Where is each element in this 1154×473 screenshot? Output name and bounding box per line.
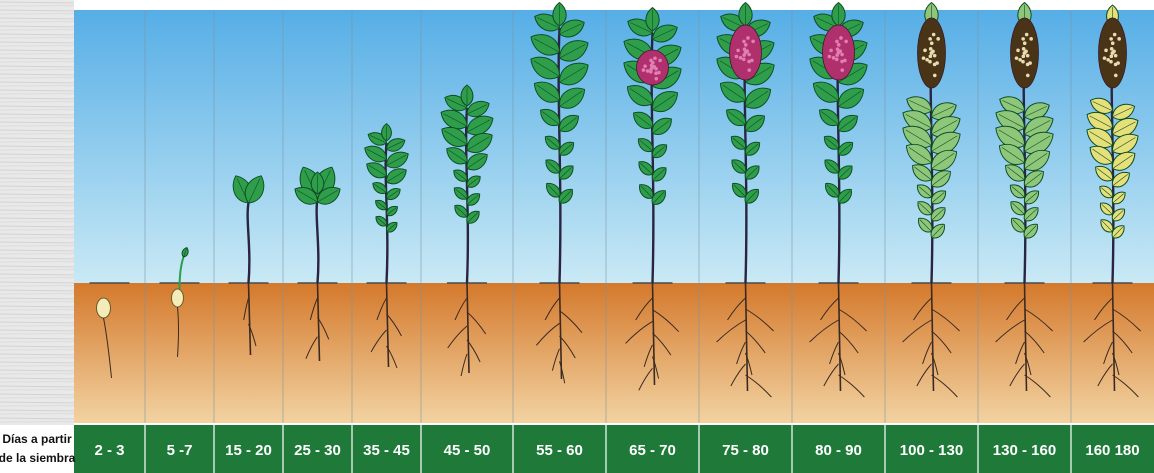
days-header-line1: Días a partir [2,432,72,446]
grain [736,49,740,53]
grain [930,41,934,45]
stage-days-label: 130 - 160 [993,442,1056,459]
grain [1114,74,1118,78]
grain [649,59,653,63]
grain [933,54,937,58]
grain [928,37,932,41]
grain [653,56,657,60]
grain [1112,50,1116,54]
grain [1023,41,1027,45]
grain [835,40,839,44]
grain [1110,55,1114,59]
grain [929,55,933,59]
grain [1028,61,1032,65]
grain [642,68,646,72]
soil-background [74,283,1154,423]
grain [840,53,844,57]
grain [1026,54,1030,58]
grain [744,43,748,47]
grain [922,56,926,60]
grain [735,55,739,59]
grain [837,43,841,47]
grain [933,74,937,78]
grain [835,58,839,62]
grain [1109,60,1113,64]
grain [1016,49,1020,53]
grain [652,65,656,69]
seed [97,298,111,318]
grain [1113,33,1117,37]
grain [1114,54,1118,58]
grain [657,71,661,75]
grain [936,37,940,41]
stage-days-label: 15 - 20 [225,442,272,459]
grain [746,36,750,40]
grain [932,33,936,37]
stage-days-label: 65 - 70 [629,442,676,459]
grain [1104,49,1108,53]
top-white-strip [74,0,1154,10]
grain [1022,55,1026,59]
grain [838,49,842,53]
grain [742,58,746,62]
stage-days-label: 160 180 [1085,442,1139,459]
stage-days-label: 2 - 3 [94,442,124,459]
stage-days-label: 80 - 90 [815,442,862,459]
grain [843,59,847,63]
grain [839,36,843,40]
grain [1021,37,1025,41]
grain [1109,37,1113,41]
grain [745,49,749,53]
grain [840,68,844,72]
grain [643,64,647,68]
grain [658,59,662,63]
stage-days-label: 45 - 50 [444,442,491,459]
grain [832,56,836,60]
grain [923,49,927,53]
grain [750,59,754,63]
stage-days-label: 55 - 60 [536,442,583,459]
grain [1117,37,1121,41]
stage-days-label: 5 -7 [167,442,193,459]
stage-days-label: 100 - 130 [900,442,963,459]
grain [1116,61,1120,65]
sky-background [74,10,1154,283]
grain [1111,41,1115,45]
grain [1025,33,1029,37]
grain [844,40,848,44]
stage-days-label: 25 - 30 [294,442,341,459]
grain [1026,74,1030,78]
days-header-line2: de la siembra [0,451,76,465]
grain [742,40,746,44]
seed [172,289,184,307]
grain [646,69,650,73]
stage-days-label: 75 - 80 [722,442,769,459]
grain [1103,56,1107,60]
grain [649,70,653,74]
grain [747,68,751,72]
grain [828,55,832,59]
grain [751,40,755,44]
left-panel [0,0,74,425]
grain [1024,50,1028,54]
grain [747,53,751,57]
grain [1021,60,1025,64]
grain [654,77,658,81]
grain [739,56,743,60]
grain [1029,37,1033,41]
grain [935,61,939,65]
grain [829,49,833,53]
stage-days-label: 35 - 45 [363,442,410,459]
grain [931,50,935,54]
grain [928,60,932,64]
grain [1015,56,1019,60]
